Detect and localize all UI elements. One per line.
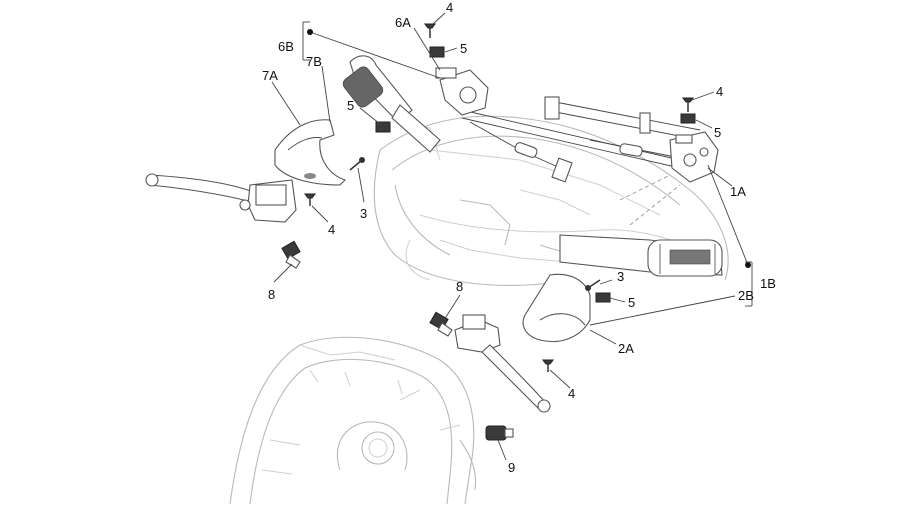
right-switch-assembly [669, 131, 719, 183]
callout-8-left: 8 [268, 287, 275, 302]
callout-2B: 2B [738, 288, 754, 303]
front-body-ghost [229, 336, 477, 505]
callout-3-mid: 3 [360, 206, 367, 221]
callout-1B: 1B [760, 276, 776, 291]
callout-4-right: 4 [716, 84, 723, 99]
left-grip [342, 55, 441, 153]
left-switch-assembly [435, 67, 489, 116]
callout-4-left: 4 [328, 222, 335, 237]
callout-8-mid: 8 [456, 279, 463, 294]
handlebar-cables [461, 96, 701, 183]
callout-1A: 1A [730, 184, 746, 199]
right-grip [559, 234, 723, 277]
callout-6B: 6B [278, 39, 294, 54]
callout-labels: 4 6A 5 6B 7B 7A 5 4 5 1A 3 4 1B 8 3 2B 5… [262, 0, 776, 475]
callout-5-low: 5 [628, 295, 635, 310]
callout-4-top: 4 [446, 0, 453, 15]
right-brake-lever [454, 314, 551, 413]
fasteners [281, 23, 696, 441]
callout-7A: 7A [262, 68, 278, 83]
callout-2A: 2A [618, 341, 634, 356]
callout-9: 9 [508, 460, 515, 475]
callout-4-low: 4 [568, 386, 575, 401]
left-hand-guard [274, 119, 347, 186]
callout-5-left: 5 [347, 98, 354, 113]
left-brake-lever [145, 173, 297, 223]
callout-3-right: 3 [617, 269, 624, 284]
callout-5-right: 5 [714, 125, 721, 140]
callout-7B: 7B [306, 54, 322, 69]
callout-5-top: 5 [460, 41, 467, 56]
right-hand-guard [522, 273, 591, 343]
callout-6A: 6A [395, 15, 411, 30]
leader-lines [271, 12, 753, 461]
